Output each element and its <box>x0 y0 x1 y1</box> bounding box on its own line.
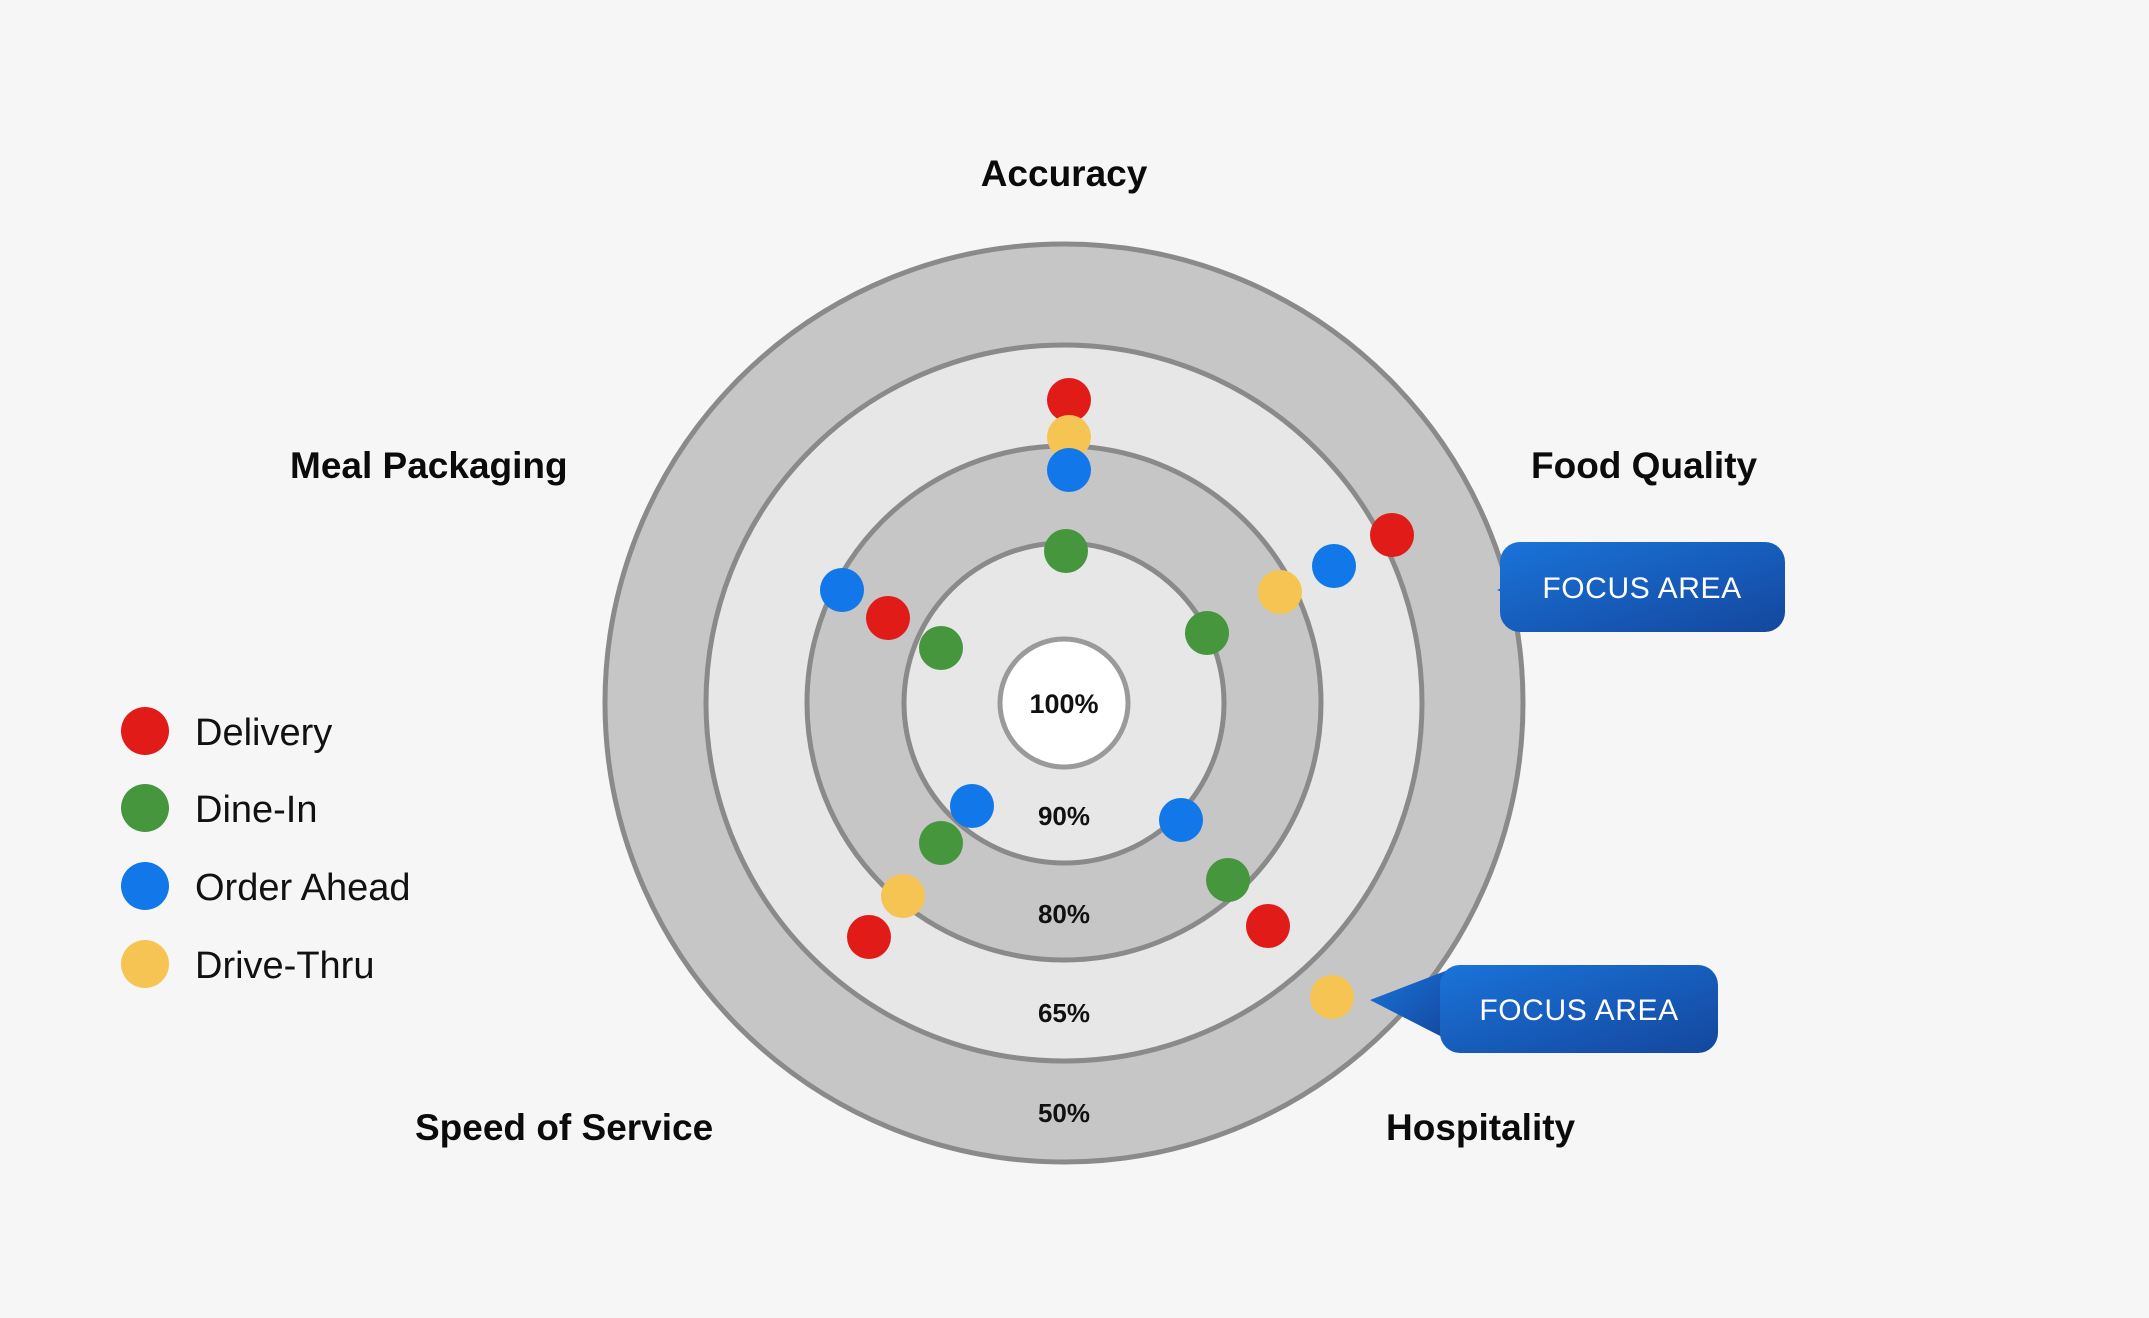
data-points-food-quality <box>1185 513 1414 655</box>
data-points-hospitality <box>1159 798 1354 1019</box>
legend-swatch-dine-in-icon <box>121 784 169 832</box>
legend-item-delivery[interactable]: Delivery <box>121 707 332 755</box>
data-point-order-ahead-meal-packaging[interactable] <box>820 568 864 612</box>
callout-focus-area-food-quality[interactable]: FOCUS AREA <box>1497 542 1785 632</box>
callout-label-1: FOCUS AREA <box>1542 572 1741 605</box>
data-point-delivery-meal-packaging[interactable] <box>866 596 910 640</box>
data-point-drive-thru-hospitality[interactable] <box>1310 975 1354 1019</box>
axis-labels: Accuracy Food Quality Hospitality Speed … <box>290 153 1758 1148</box>
data-point-dine-in-speed-of-service[interactable] <box>919 821 963 865</box>
legend-item-order-ahead[interactable]: Order Ahead <box>121 862 410 910</box>
legend-swatch-drive-thru-icon <box>121 940 169 988</box>
data-point-delivery-food-quality[interactable] <box>1370 513 1414 557</box>
ring-label-80: 80% <box>1038 899 1090 929</box>
legend-item-drive-thru[interactable]: Drive-Thru <box>121 940 374 988</box>
data-point-drive-thru-food-quality[interactable] <box>1258 570 1302 614</box>
data-point-dine-in-meal-packaging[interactable] <box>919 626 963 670</box>
data-point-drive-thru-speed-of-service[interactable] <box>881 874 925 918</box>
legend-swatch-delivery-icon <box>121 707 169 755</box>
axis-label-accuracy: Accuracy <box>981 153 1148 194</box>
legend-label-drive-thru: Drive-Thru <box>195 945 374 987</box>
ring-label-100: 100% <box>1029 689 1098 719</box>
data-point-order-ahead-hospitality[interactable] <box>1159 798 1203 842</box>
axis-label-speed-of-service: Speed of Service <box>415 1107 713 1148</box>
data-point-drive-thru-accuracy[interactable] <box>1047 415 1091 459</box>
data-point-order-ahead-speed-of-service[interactable] <box>950 784 994 828</box>
data-point-delivery-accuracy[interactable] <box>1047 378 1091 422</box>
data-point-dine-in-food-quality[interactable] <box>1185 611 1229 655</box>
legend-label-dine-in: Dine-In <box>195 789 318 831</box>
axis-label-hospitality: Hospitality <box>1386 1107 1576 1148</box>
callout-focus-area-hospitality[interactable]: FOCUS AREA <box>1370 965 1718 1053</box>
ring-label-90: 90% <box>1038 801 1090 831</box>
callout-label-2: FOCUS AREA <box>1479 994 1678 1027</box>
callout-bubble <box>1500 542 1785 632</box>
callout-bubble-2 <box>1440 965 1718 1053</box>
axis-label-food-quality: Food Quality <box>1531 445 1758 486</box>
callout-arrow-icon-2 <box>1370 970 1448 1040</box>
legend-item-dine-in[interactable]: Dine-In <box>121 784 318 832</box>
data-points-meal-packaging <box>820 568 963 670</box>
data-point-dine-in-hospitality[interactable] <box>1206 858 1250 902</box>
data-points-speed-of-service <box>847 784 994 959</box>
axis-label-meal-packaging: Meal Packaging <box>290 445 568 486</box>
ring-label-50: 50% <box>1038 1098 1090 1128</box>
ring-100-bullseye <box>997 636 1131 770</box>
data-point-delivery-hospitality[interactable] <box>1246 904 1290 948</box>
data-points-accuracy <box>1044 378 1091 573</box>
ring-labels: 100% 90% 80% 65% 50% <box>1029 689 1098 1128</box>
ring-label-65: 65% <box>1038 998 1090 1028</box>
data-point-dine-in-accuracy[interactable] <box>1044 529 1088 573</box>
data-point-order-ahead-accuracy[interactable] <box>1047 448 1091 492</box>
legend-label-order-ahead: Order Ahead <box>195 867 410 909</box>
data-point-order-ahead-food-quality[interactable] <box>1312 544 1356 588</box>
legend-swatch-order-ahead-icon <box>121 862 169 910</box>
legend: Delivery Dine-In Order Ahead Drive-Thru <box>121 707 410 988</box>
data-point-delivery-speed-of-service[interactable] <box>847 915 891 959</box>
legend-label-delivery: Delivery <box>195 712 332 754</box>
